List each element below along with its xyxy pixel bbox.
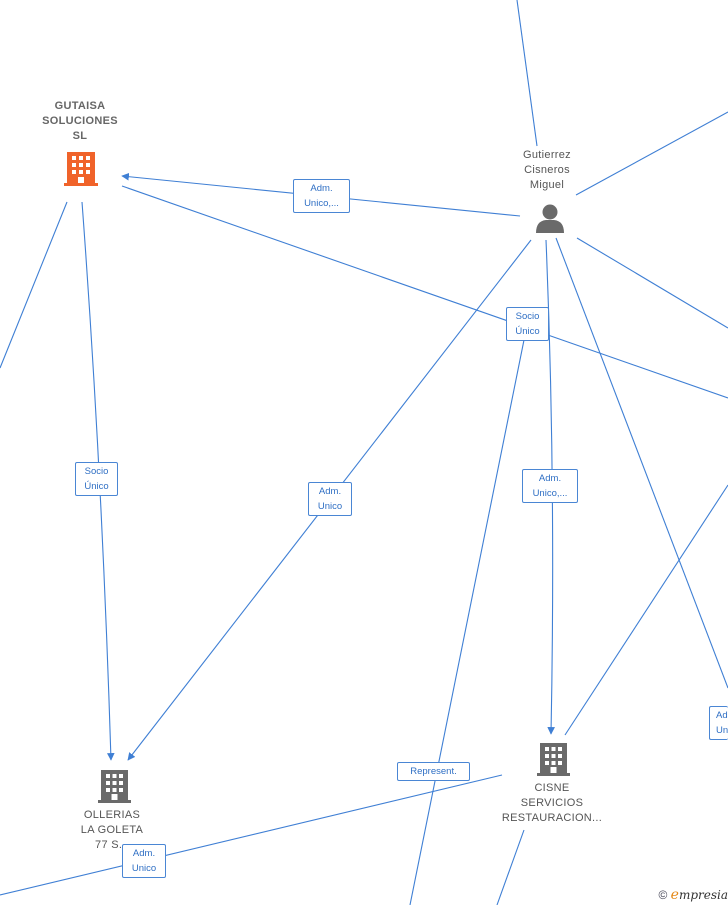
edge-gutierrez-rightbottom [555, 237, 728, 689]
edge-cisne-right [564, 484, 728, 736]
edge-gutierrez-right [576, 237, 728, 329]
edge-label-line: Represent. [410, 766, 457, 777]
label-line: SERVICIOS [520, 797, 584, 809]
empresia-logo: © empresia [658, 887, 728, 903]
label-line: Cisneros [524, 164, 570, 176]
edge-label-line: Unico,... [304, 198, 339, 209]
building-icon [64, 152, 98, 186]
edge-label-represent[interactable]: Represent. [397, 762, 470, 781]
edge-label-line: Socio [515, 311, 540, 322]
edge-label-line: Adm. [318, 486, 342, 497]
edge-label-line: Unico,... [532, 488, 568, 499]
edge-label-socio-gutaisa-ollerias[interactable]: Socio Único [75, 462, 118, 496]
label-line: SL [72, 130, 88, 142]
label-line: RESTAURACION... [501, 812, 603, 824]
building-icon [537, 743, 570, 776]
edge-label-line: Único [515, 326, 540, 337]
edge-label-line: Unico [131, 863, 157, 874]
node-label-gutaisa[interactable]: GUTAISA SOLUCIONES SL [20, 99, 140, 144]
edge-label-line: Adm. [310, 183, 333, 194]
edge-label-adm-gutaisa[interactable]: Adm. Unico,... [293, 179, 350, 213]
building-icon [98, 770, 131, 803]
node-label-ollerias[interactable]: OLLERIAS LA GOLETA 77 S... [52, 808, 172, 853]
edge-label-line: Adm. [132, 848, 156, 859]
edge-label-adm-ollerias[interactable]: Adm. Unico [308, 482, 352, 516]
label-line: Miguel [529, 179, 565, 191]
edge-label-adm-right[interactable]: Ad Un [709, 706, 728, 740]
edge-ollerias-left [0, 774, 503, 896]
person-icon [536, 204, 564, 233]
edge-represent [409, 339, 525, 905]
edge-cisne-bottom [496, 829, 525, 905]
brand-name: mpresia [678, 888, 728, 902]
edge-label-adm-bottom[interactable]: Adm. Unico [122, 844, 166, 878]
node-label-gutierrez[interactable]: Gutierrez Cisneros Miguel [487, 148, 607, 193]
label-line: GUTAISA [54, 100, 106, 112]
edge-top-gutierrez [516, 0, 538, 147]
edge-label-line: Ad [716, 710, 728, 721]
edge-label-line: Unico [317, 501, 343, 512]
node-label-cisne[interactable]: CISNE SERVICIOS RESTAURACION... [482, 781, 622, 826]
edge-label-line: Un [716, 725, 728, 736]
label-line: LA GOLETA [80, 824, 144, 836]
label-line: 77 S... [95, 839, 129, 851]
edge-label-adm-cisne[interactable]: Adm. Unico,... [522, 469, 578, 503]
label-line: OLLERIAS [83, 809, 141, 821]
edge-label-socio-gutierrez[interactable]: Socio Único [506, 307, 549, 341]
edge-gutaisa-left [0, 201, 68, 369]
edge-gutierrez-topright [575, 111, 728, 196]
label-line: Gutierrez [523, 149, 571, 161]
edge-label-line: Único [84, 481, 109, 492]
brand-initial: e [670, 887, 679, 903]
edge-label-line: Socio [84, 466, 109, 477]
copyright-icon: © [658, 888, 668, 902]
edge-label-line: Adm. [538, 473, 562, 484]
label-line: SOLUCIONES [42, 115, 118, 127]
label-line: CISNE [534, 782, 570, 794]
edge-gutaisa-right [121, 185, 728, 399]
